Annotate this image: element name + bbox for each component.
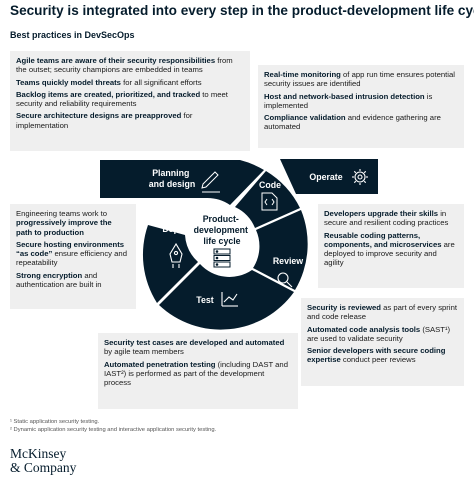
- practice-item: Developers upgrade their skills in secur…: [324, 209, 449, 228]
- logo-line-1: McKinsey: [10, 446, 67, 461]
- operate-label: Operate: [309, 172, 342, 182]
- practice-item: Secure architecture designs are preappro…: [16, 111, 193, 130]
- review-practices-box: Security is reviewed as part of every sp…: [301, 298, 464, 386]
- center-label-line1: Product-: [203, 214, 239, 224]
- review-segment: [253, 210, 308, 290]
- practice-item: Engineering teams work to progressively …: [16, 209, 112, 237]
- practice-item: Automated code analysis tools (SAST¹) ar…: [307, 324, 451, 343]
- practice-item: Strong encryption and authentication are…: [16, 270, 102, 290]
- practice-item: Secure hosting environments “as code” en…: [16, 239, 127, 268]
- magnifier-icon: [277, 272, 293, 288]
- footnote-2: ² Dynamic application security testing a…: [10, 427, 217, 433]
- code-label: Code: [259, 180, 281, 190]
- chart-icon: [221, 292, 238, 307]
- center-label-line3: life cycle: [203, 236, 240, 246]
- svg-text:Product- development l: Product- development life cycle: [194, 214, 251, 246]
- deploy-practices-box: Engineering teams work to progressively …: [10, 204, 136, 309]
- practice-item: Real-time monitoring of app run time ens…: [264, 70, 455, 89]
- planning-segment: [100, 160, 264, 205]
- practice-item: Host and network-based intrusion detecti…: [264, 91, 433, 110]
- practice-item: Compliance validation and evidence gathe…: [264, 113, 441, 132]
- page-title: Security is integrated into every step i…: [10, 3, 474, 18]
- test-segment: [159, 264, 294, 330]
- rocket-icon: [169, 242, 183, 268]
- deploy-segment: [142, 225, 198, 303]
- planning-practices-box: Agile teams are aware of their security …: [10, 51, 250, 151]
- practice-item: Senior developers with secure coding exp…: [307, 346, 446, 365]
- gear-icon: [352, 169, 368, 185]
- page-subtitle: Best practices in DevSecOps: [10, 30, 135, 40]
- logo-line-2: & Company: [10, 460, 77, 475]
- operate-segment: [280, 159, 378, 194]
- practice-item: Agile teams are aware of their security …: [16, 56, 233, 75]
- svg-text:Planning and design: Planning and design: [149, 168, 195, 189]
- planning-label-line1: Planning: [152, 168, 189, 178]
- company-logo: McKinsey & Company: [10, 447, 76, 475]
- operate-practices-box: Real-time monitoring of app run time ens…: [258, 65, 464, 148]
- deploy-label: Deploy: [162, 224, 191, 234]
- test-label: Test: [196, 295, 214, 305]
- practice-item: Teams quickly model threats for all sign…: [16, 77, 202, 87]
- planning-label-line2: and design: [149, 179, 195, 189]
- code-file-icon: [261, 192, 278, 211]
- practice-item: Security test cases are developed and au…: [104, 338, 285, 357]
- practice-item: Security is reviewed as part of every sp…: [307, 303, 457, 322]
- code-practices-box: Developers upgrade their skills in secur…: [318, 204, 464, 288]
- footnote-1: ¹ Static application security testing.: [10, 419, 100, 425]
- test-practices-box: Security test cases are developed and au…: [98, 333, 298, 409]
- center-label-line2: development: [194, 225, 248, 235]
- review-label: Review: [273, 256, 303, 266]
- server-stack-icon: [213, 248, 231, 268]
- practice-item: Backlog items are created, prioritized, …: [16, 89, 228, 109]
- practice-item: Automated penetration testing (including…: [104, 359, 288, 388]
- practice-item: Reusable coding patterns, components, an…: [324, 230, 455, 268]
- code-segment: [235, 171, 300, 228]
- pencil-icon: [201, 171, 220, 193]
